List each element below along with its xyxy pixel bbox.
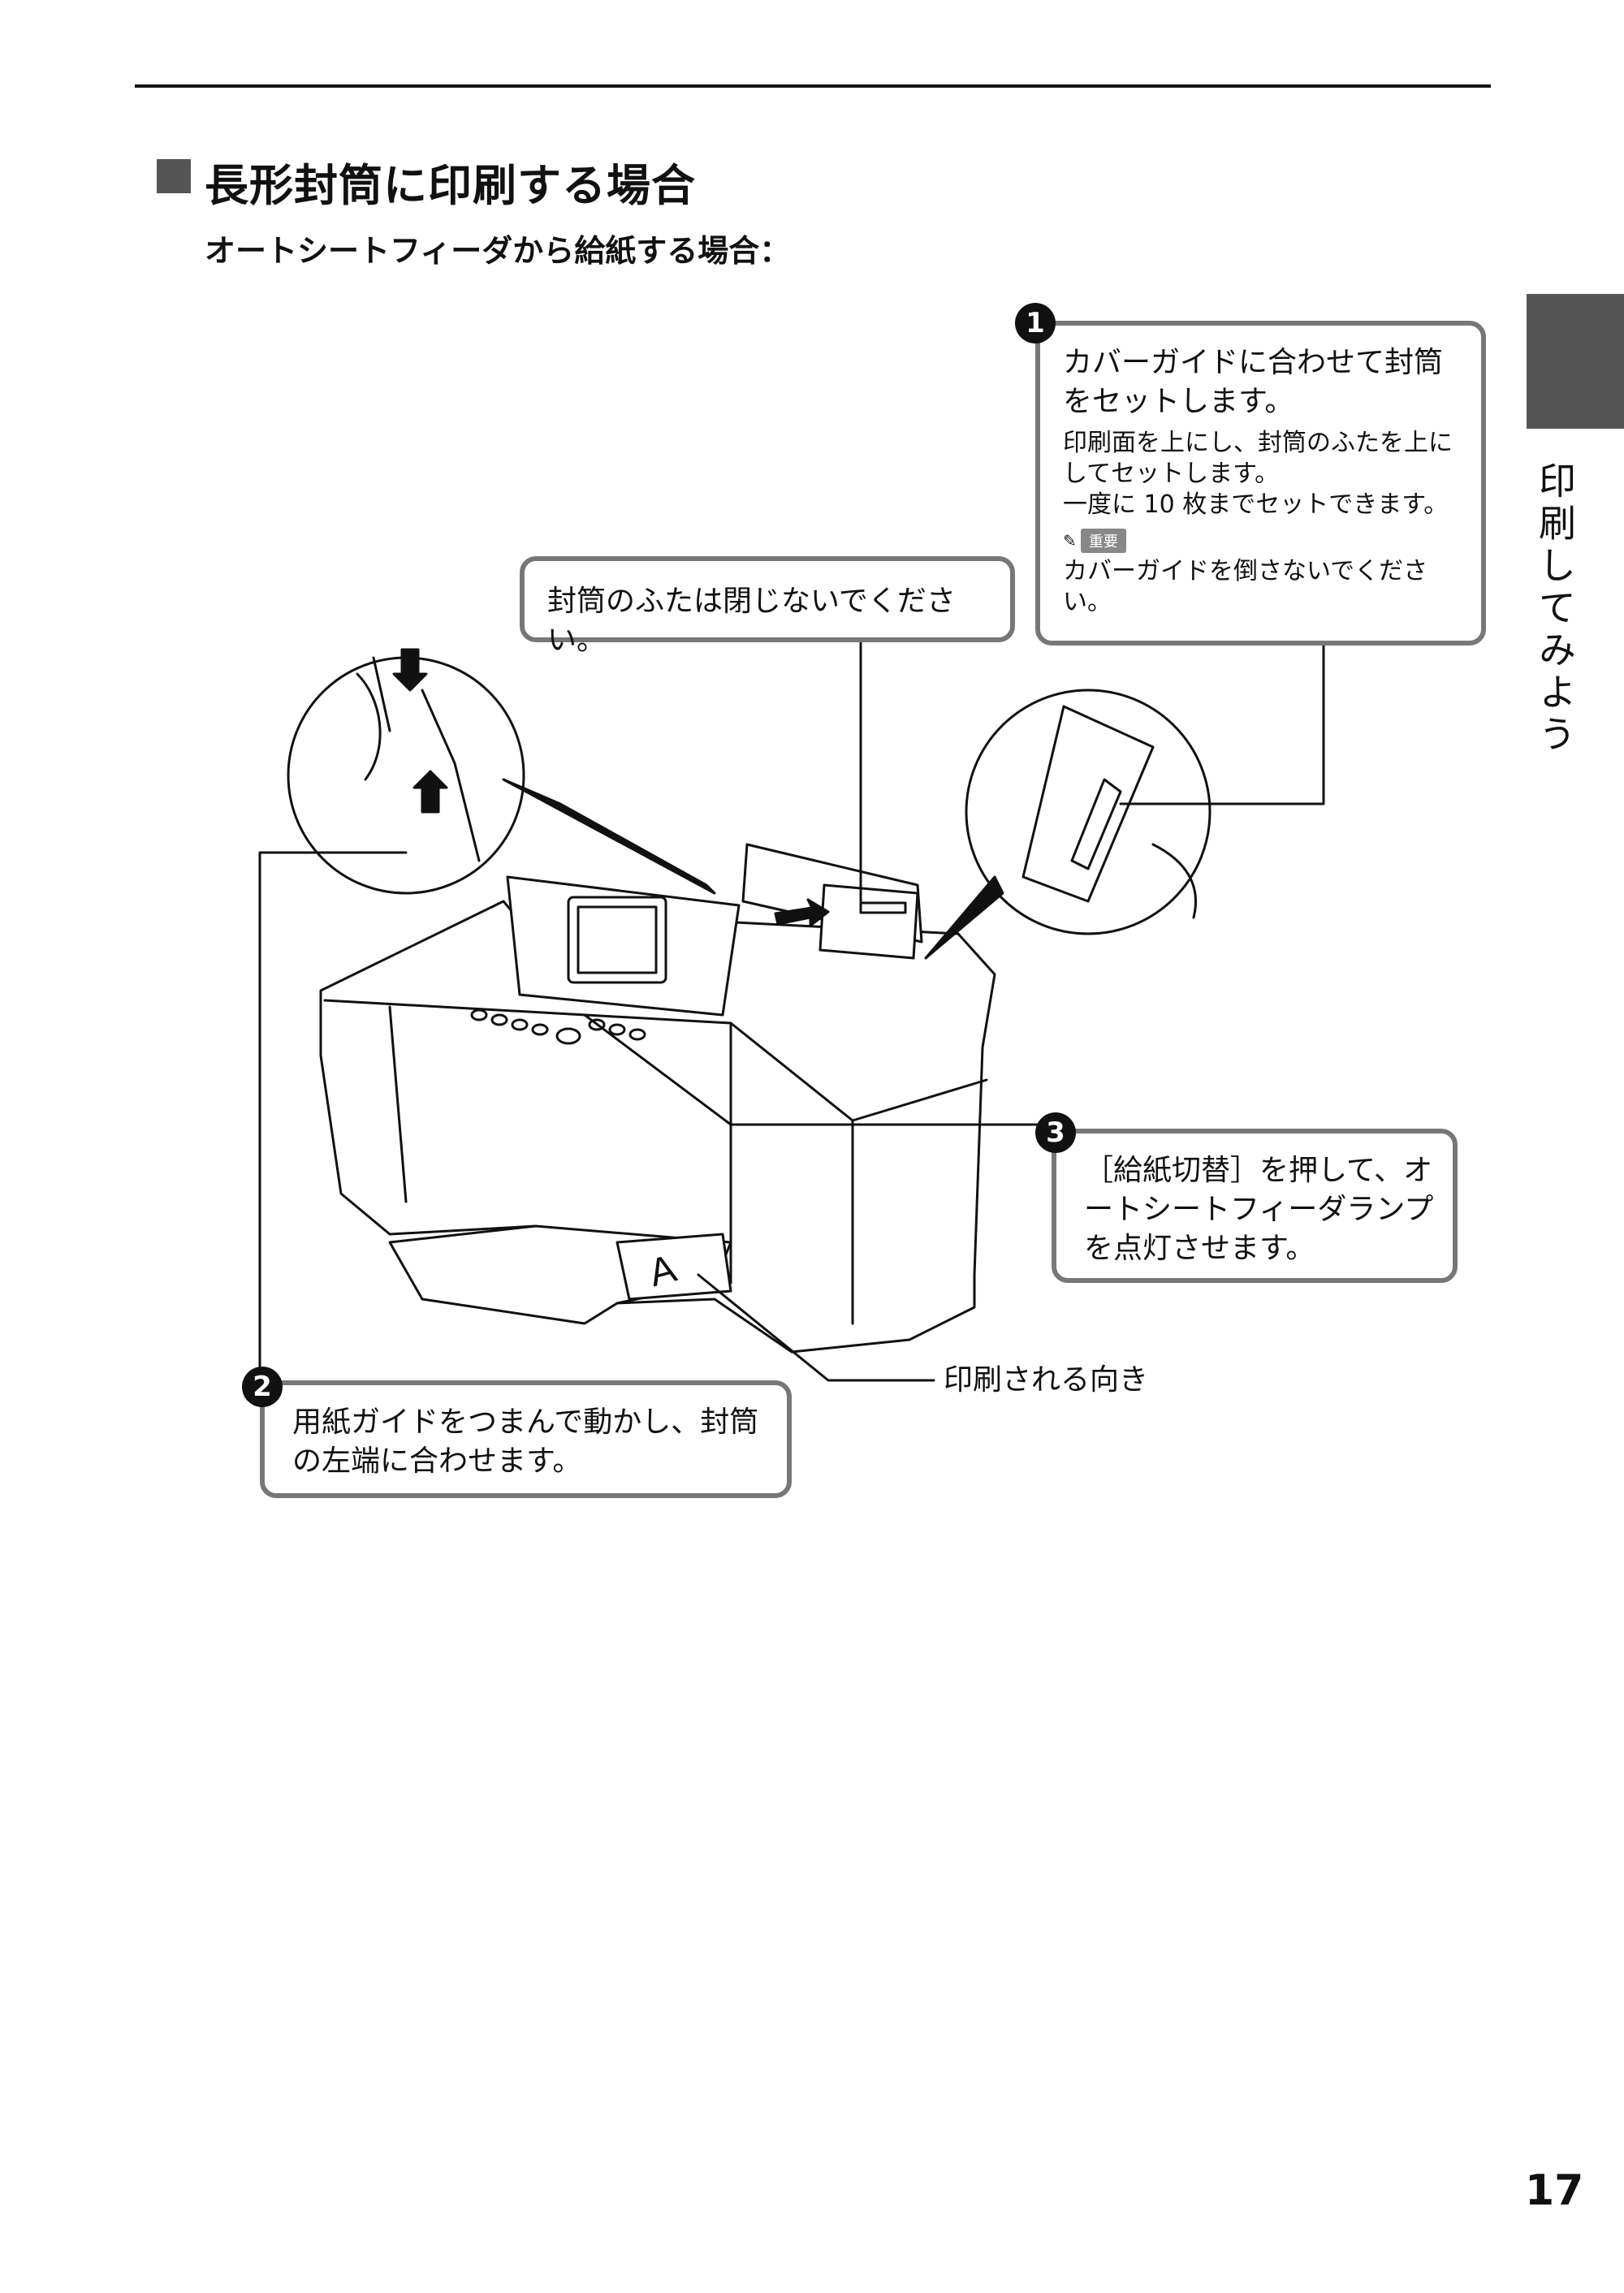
- leader-step3: [583, 1013, 1057, 1126]
- down-arrow-icon: [392, 648, 428, 692]
- important-label: 重要: [1080, 529, 1126, 553]
- chapter-label: 印刷してみよう: [1533, 461, 1577, 757]
- envelope-label: [859, 901, 907, 914]
- section-marker-square: [157, 159, 191, 193]
- sub-heading: オートシートフィーダから給紙する場合：: [205, 233, 791, 269]
- step1-number-badge: 1: [1015, 303, 1056, 343]
- step1-title: カバーガイドに合わせて封筒をセットします。: [1063, 346, 1444, 418]
- page-number: 17: [1525, 2166, 1584, 2215]
- zoom-circle-left: [287, 656, 525, 895]
- section-title: 長形封筒に印刷する場合: [205, 160, 696, 211]
- step2-number-badge: 2: [242, 1367, 283, 1407]
- important-icon: ✎: [1063, 531, 1077, 551]
- up-arrow-icon: [412, 770, 448, 814]
- wedge-left: [502, 778, 716, 895]
- envelope-stack: [818, 883, 919, 960]
- step1-detail: 印刷面を上にし、封筒のふたを上にしてセットします。 一度に 10 枚までセットで…: [1063, 429, 1453, 519]
- step2-callout: 用紙ガイドをつまんで動かし、封筒の左端に合わせます。: [260, 1380, 792, 1498]
- printer-top-surface: [323, 999, 988, 1122]
- step3-text: ［給紙切替］を押して、オートシートフィーダランプを点灯させます。: [1084, 1154, 1434, 1265]
- important-text: カバーガイドを倒さないでください。: [1063, 557, 1428, 616]
- step3-callout: ［給紙切替］を押して、オートシートフィーダランプを点灯させます。: [1052, 1129, 1458, 1283]
- step3-number-badge: 3: [1035, 1112, 1076, 1153]
- step2-text: 用紙ガイドをつまんで動かし、封筒の左端に合わせます。: [292, 1406, 759, 1478]
- important-badge: ✎ 重要: [1063, 524, 1463, 553]
- lcd-inner: [577, 905, 658, 974]
- step1-callout: カバーガイドに合わせて封筒をセットします。 印刷面を上にし、封筒のふたを上にして…: [1035, 321, 1486, 646]
- leader-direction: [697, 1273, 935, 1382]
- top-rule: [135, 84, 1491, 88]
- tray-envelope: [615, 1233, 732, 1301]
- wedge-right: [924, 875, 1004, 960]
- leader-step2: [258, 851, 408, 1398]
- flap-note-callout: 封筒のふたは閉じないでください。: [520, 556, 1015, 657]
- flap-note-text: 封筒のふたは閉じないでください。: [547, 585, 956, 657]
- feed-arrow: [774, 898, 830, 927]
- leader-step1: [1119, 640, 1325, 805]
- printer-illustration: A: [258, 640, 1325, 1398]
- panel-buttons: [470, 1008, 646, 1045]
- print-direction-label: 印刷される向き: [944, 1363, 1149, 1397]
- chapter-tab: [1527, 294, 1624, 429]
- printer-left-panel: [388, 1005, 408, 1203]
